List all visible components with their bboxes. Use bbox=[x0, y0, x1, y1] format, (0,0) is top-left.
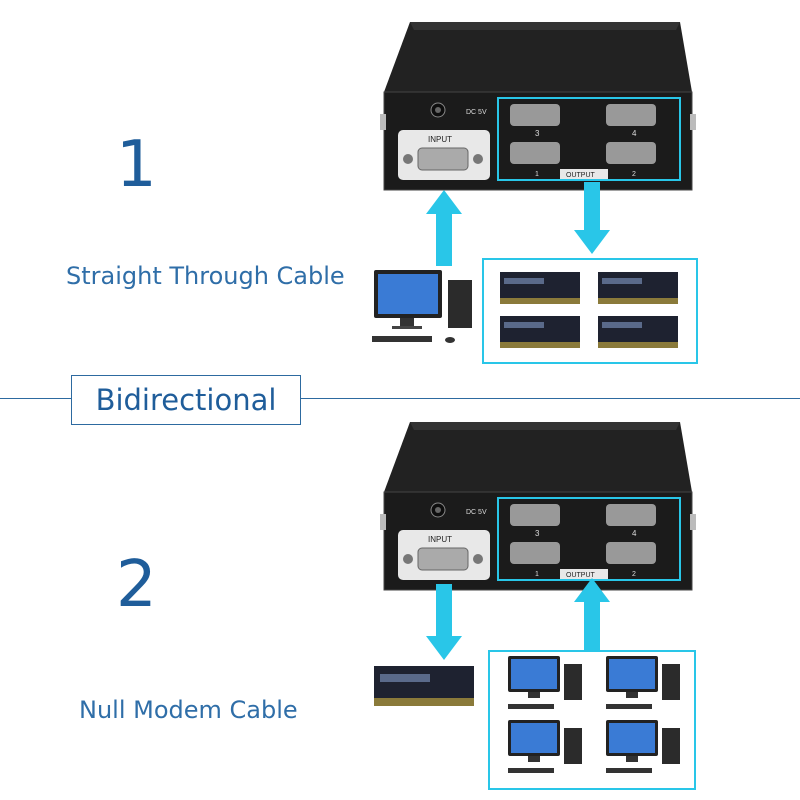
serial-switch-device-top: DC 5V INPUT 3 4 1 2 OUTPUT bbox=[380, 22, 696, 191]
bidirectional-label: Bidirectional bbox=[95, 383, 277, 417]
rack-device-icon bbox=[500, 272, 580, 304]
arrow-down-from-output-1 bbox=[574, 182, 610, 254]
computer-icon bbox=[372, 270, 472, 343]
svg-text:1: 1 bbox=[535, 171, 539, 178]
rack-device-icon bbox=[500, 316, 580, 348]
svg-text:4: 4 bbox=[632, 129, 637, 138]
output-label-bottom: OUTPUT bbox=[566, 572, 596, 579]
section-2-cable-label: Null Modem Cable bbox=[79, 696, 298, 724]
section-1-cable-label: Straight Through Cable bbox=[66, 262, 345, 290]
computers-group-2 bbox=[488, 650, 696, 790]
bidirectional-label-box: Bidirectional bbox=[71, 375, 301, 425]
svg-text:1: 1 bbox=[535, 571, 539, 578]
input-label-top: INPUT bbox=[428, 135, 452, 144]
computer-icon bbox=[606, 656, 680, 709]
input-label-bottom: INPUT bbox=[428, 535, 452, 544]
output-devices-group-1 bbox=[482, 258, 698, 364]
section-1-number: 1 bbox=[116, 128, 157, 202]
rack-device-icon bbox=[374, 666, 474, 706]
rack-device-icon bbox=[598, 272, 678, 304]
rack-device-icon bbox=[598, 316, 678, 348]
serial-switch-device-bottom: DC 5V INPUT 3 4 1 2 OUTPUT bbox=[380, 422, 696, 591]
section-divider-line bbox=[0, 398, 800, 399]
power-label-bottom: DC 5V bbox=[466, 509, 487, 516]
svg-text:2: 2 bbox=[632, 571, 636, 578]
svg-text:4: 4 bbox=[632, 529, 637, 538]
computer-icon bbox=[606, 720, 680, 773]
arrow-up-to-input-1 bbox=[426, 190, 462, 266]
svg-text:3: 3 bbox=[535, 529, 540, 538]
computer-icon bbox=[508, 720, 582, 773]
svg-text:3: 3 bbox=[535, 129, 540, 138]
output-label-top: OUTPUT bbox=[566, 172, 596, 179]
computer-icon bbox=[508, 656, 582, 709]
arrow-down-from-input-2 bbox=[426, 584, 462, 660]
arrow-up-to-output-2 bbox=[574, 578, 610, 650]
power-label-top: DC 5V bbox=[466, 109, 487, 116]
svg-text:2: 2 bbox=[632, 171, 636, 178]
section-2-number: 2 bbox=[116, 548, 157, 622]
